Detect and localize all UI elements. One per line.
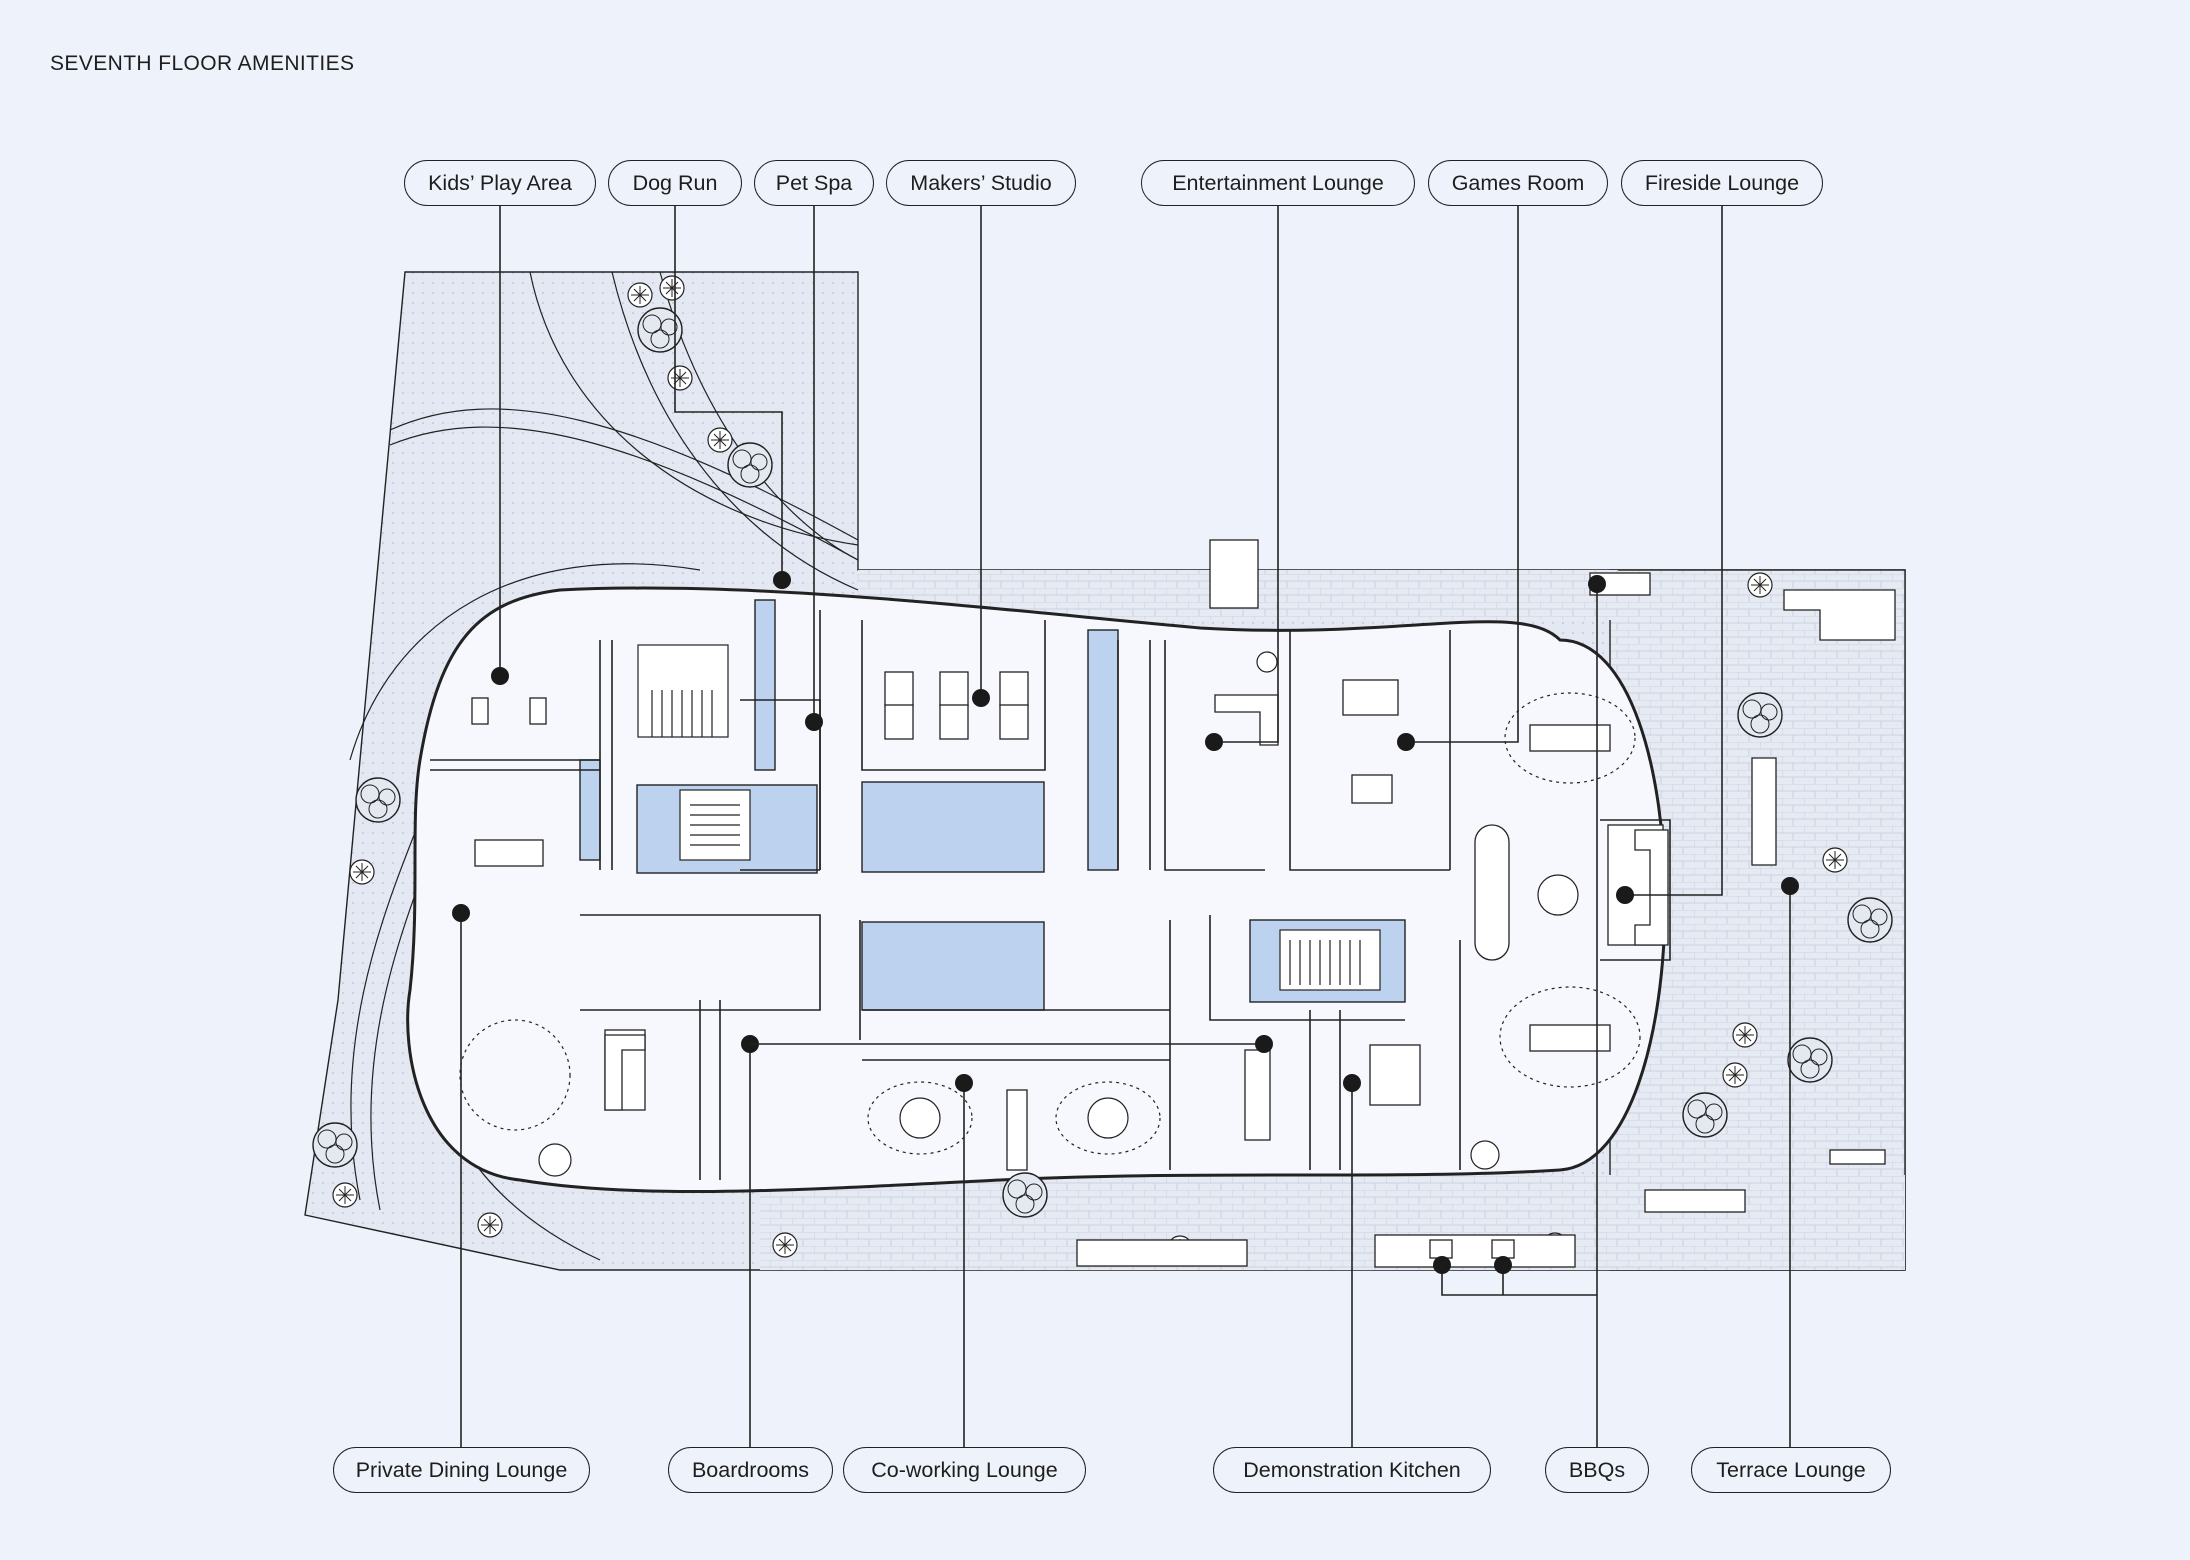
leader-dot-terrace-lounge [1781,877,1799,895]
leader-dot-private-dining-lounge [452,904,470,922]
south-paving [760,1175,1905,1270]
leader-dot-kids-play-area [491,667,509,685]
building-outline [406,586,1667,1194]
leader-dot-bbqs-branch [1433,1256,1451,1274]
leader-dot-fireside-lounge [1616,886,1634,904]
callout-dog-run[interactable]: Dog Run [608,160,742,206]
leader-line-games-room [1406,183,1519,743]
leader-line-dog-run [674,183,783,580]
round-tables [459,651,1641,1177]
callout-games-room[interactable]: Games Room [1428,160,1608,206]
callout-private-dining-lounge[interactable]: Private Dining Lounge [333,1447,590,1493]
leader-dot-bbqs-branch2 [1494,1256,1512,1274]
leader-dot-demonstration-kitchen [1343,1074,1361,1092]
leader-dot-dog-run [773,571,791,589]
callout-demonstration-kitchen[interactable]: Demonstration Kitchen [1213,1447,1491,1493]
leader-dot-pet-spa [805,713,823,731]
callout-entertainment-lounge[interactable]: Entertainment Lounge [1141,160,1415,206]
room-partitions [430,610,1671,1180]
callout-coworking-lounge[interactable]: Co-working Lounge [843,1447,1086,1493]
leader-dot-bbqs [1588,575,1606,593]
page-title: SEVENTH FLOOR AMENITIES [50,52,355,75]
leader-dot-entertainment-lounge [1205,733,1223,751]
callout-bbqs[interactable]: BBQs [1545,1447,1649,1493]
callout-makers-studio[interactable]: Makers’ Studio [886,160,1076,206]
callout-kids-play-area[interactable]: Kids’ Play Area [404,160,596,206]
leader-dot-coworking-lounge [955,1074,973,1092]
furniture [471,539,1886,1171]
callout-boardrooms[interactable]: Boardrooms [668,1447,833,1493]
leader-dot-boardrooms-link [1255,1035,1273,1053]
leader-dot-makers-studio [972,689,990,707]
bbq-counter [1076,1189,1746,1268]
callout-pet-spa[interactable]: Pet Spa [754,160,874,206]
callout-leaders [452,183,1799,1470]
callout-terrace-lounge[interactable]: Terrace Lounge [1691,1447,1891,1493]
leader-line-entertainment-lounge [1214,183,1279,743]
stairs [637,644,1381,991]
leader-dot-games-room [1397,733,1415,751]
leader-line-fireside-lounge [1625,183,1723,896]
callout-fireside-lounge[interactable]: Fireside Lounge [1621,160,1823,206]
leader-line-bbqs-branch [1441,1265,1597,1296]
